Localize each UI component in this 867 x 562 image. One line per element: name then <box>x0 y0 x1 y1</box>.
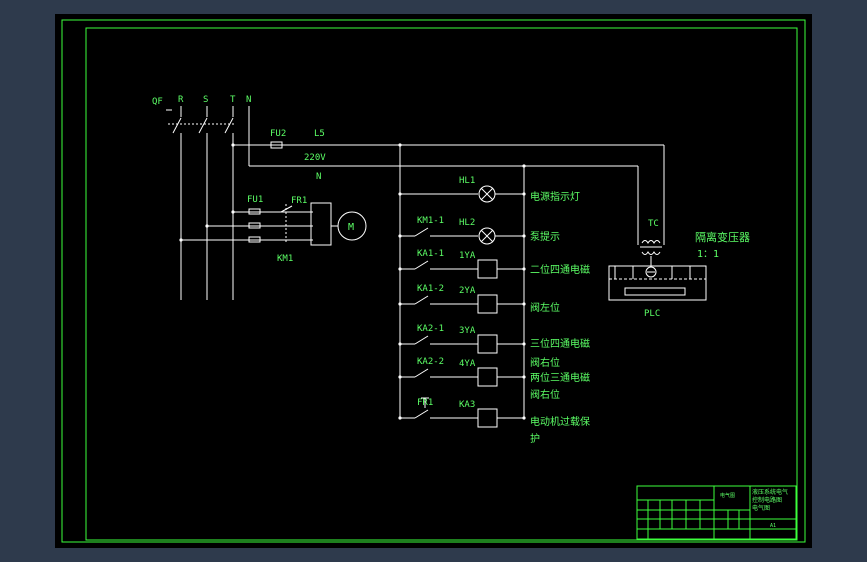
plc-terminal <box>645 266 657 278</box>
device-label: 3YA <box>459 326 476 336</box>
plc-box <box>608 265 707 301</box>
contact-label: KA2-2 <box>417 357 444 367</box>
device-label: KA3 <box>459 400 475 410</box>
branch-description: 阀左位 <box>530 301 560 314</box>
label-plc: PLC <box>644 309 660 319</box>
branch-description: 泵提示 <box>530 231 560 243</box>
tb-sheet: A1 <box>770 523 776 529</box>
branch-description: 三位四通电磁 <box>530 337 590 350</box>
contact-blade <box>414 295 429 305</box>
node-dot <box>398 234 402 238</box>
drawing-sheet <box>55 14 812 548</box>
outer-border <box>61 19 806 543</box>
label-tc: TC <box>648 219 659 229</box>
node-dot <box>398 192 402 196</box>
breaker-blade-r <box>172 117 182 134</box>
device-label: HL2 <box>459 218 475 228</box>
lamp-cross <box>480 229 494 243</box>
node-dot <box>398 375 402 379</box>
label-n: N <box>246 95 251 105</box>
title-block-frame <box>636 485 797 540</box>
tb-name-2: 控制电路图 <box>752 496 782 504</box>
control-circuit: FU2 L5 220V N <box>233 129 665 418</box>
contact-blade <box>414 335 429 345</box>
tc-winding-secondary <box>641 251 661 255</box>
inner-border <box>85 27 798 541</box>
fuse-3 <box>248 236 261 243</box>
node-dot <box>398 342 402 346</box>
breaker-blade-s <box>198 117 208 134</box>
supply-section: QF R S T N <box>152 95 251 300</box>
contact-label: KM1-1 <box>417 216 444 226</box>
label-220v: 220V <box>304 153 326 163</box>
label-l5: L5 <box>314 129 325 139</box>
label-r: R <box>178 95 184 105</box>
title-block: 电气图 液压系统电气 控制电路图 电气图 A1 <box>636 485 797 540</box>
contact-blade <box>414 409 429 419</box>
desc-extra-1: 阀右位 <box>530 356 560 369</box>
device-label: 4YA <box>459 359 476 369</box>
label-s: S <box>203 95 208 105</box>
motor-circuit: FU1 FR1 KM1 M <box>181 195 367 264</box>
breaker-blade-t <box>224 117 234 134</box>
control-branches: HL1 电源指示灯 KM1-1 HL2 泵提示 KA1-1 1YA 二位四通电磁 KA1-2 2Y… <box>398 176 590 428</box>
fuse-1 <box>248 208 261 215</box>
contact-blade <box>414 368 429 378</box>
desc-extra-5: 护 <box>530 432 540 445</box>
label-fu1: FU1 <box>247 195 263 205</box>
label-n-bus: N <box>316 172 321 182</box>
label-fr1-top: FR1 <box>291 196 307 206</box>
device-label: HL1 <box>459 176 475 186</box>
node-dot <box>398 143 402 147</box>
tb-drawing: 电气图 <box>720 492 735 499</box>
node-dot <box>398 267 402 271</box>
lamp-cross <box>480 187 494 201</box>
device-label: 1YA <box>459 251 476 261</box>
tb-name-3: 电气图 <box>752 504 770 512</box>
transformer-ratio: 1：1 <box>697 249 719 260</box>
label-qf: QF <box>152 97 163 107</box>
tc-winding-primary <box>641 240 661 244</box>
tb-name-1: 液压系统电气 <box>752 488 788 496</box>
node-dot <box>398 302 402 306</box>
desc-extra-3: 阀右位 <box>530 388 560 401</box>
label-t: T <box>230 95 236 105</box>
label-fu2: FU2 <box>270 129 286 139</box>
contact-label: KA1-2 <box>417 284 444 294</box>
extra-descriptions: 阀右位 两位三通电磁 阀右位 电动机过载保 护 <box>530 356 590 445</box>
fuse-fu2 <box>270 141 283 149</box>
device-label: 2YA <box>459 286 476 296</box>
thermal-relay-box <box>310 202 332 246</box>
contact-blade <box>414 227 429 237</box>
plc-terminal-strip <box>624 287 686 296</box>
node-dot <box>398 416 402 420</box>
contact-label: KA2-1 <box>417 324 444 334</box>
contact-label: KA1-1 <box>417 249 444 259</box>
motor-symbol <box>337 211 367 241</box>
branch-description: 电源指示灯 <box>530 190 580 203</box>
contact-blade <box>414 260 429 270</box>
desc-extra-2: 两位三通电磁 <box>530 371 590 384</box>
label-km1: KM1 <box>277 254 293 264</box>
desc-extra-4: 电动机过载保 <box>530 415 590 428</box>
transformer-title: 隔离变压器 <box>695 230 750 244</box>
branch-description: 二位四通电磁 <box>530 263 590 276</box>
transformer-section: TC 隔离变压器 1：1 PLC <box>608 219 750 319</box>
motor-label: M <box>348 222 354 233</box>
fuse-2 <box>248 222 261 229</box>
